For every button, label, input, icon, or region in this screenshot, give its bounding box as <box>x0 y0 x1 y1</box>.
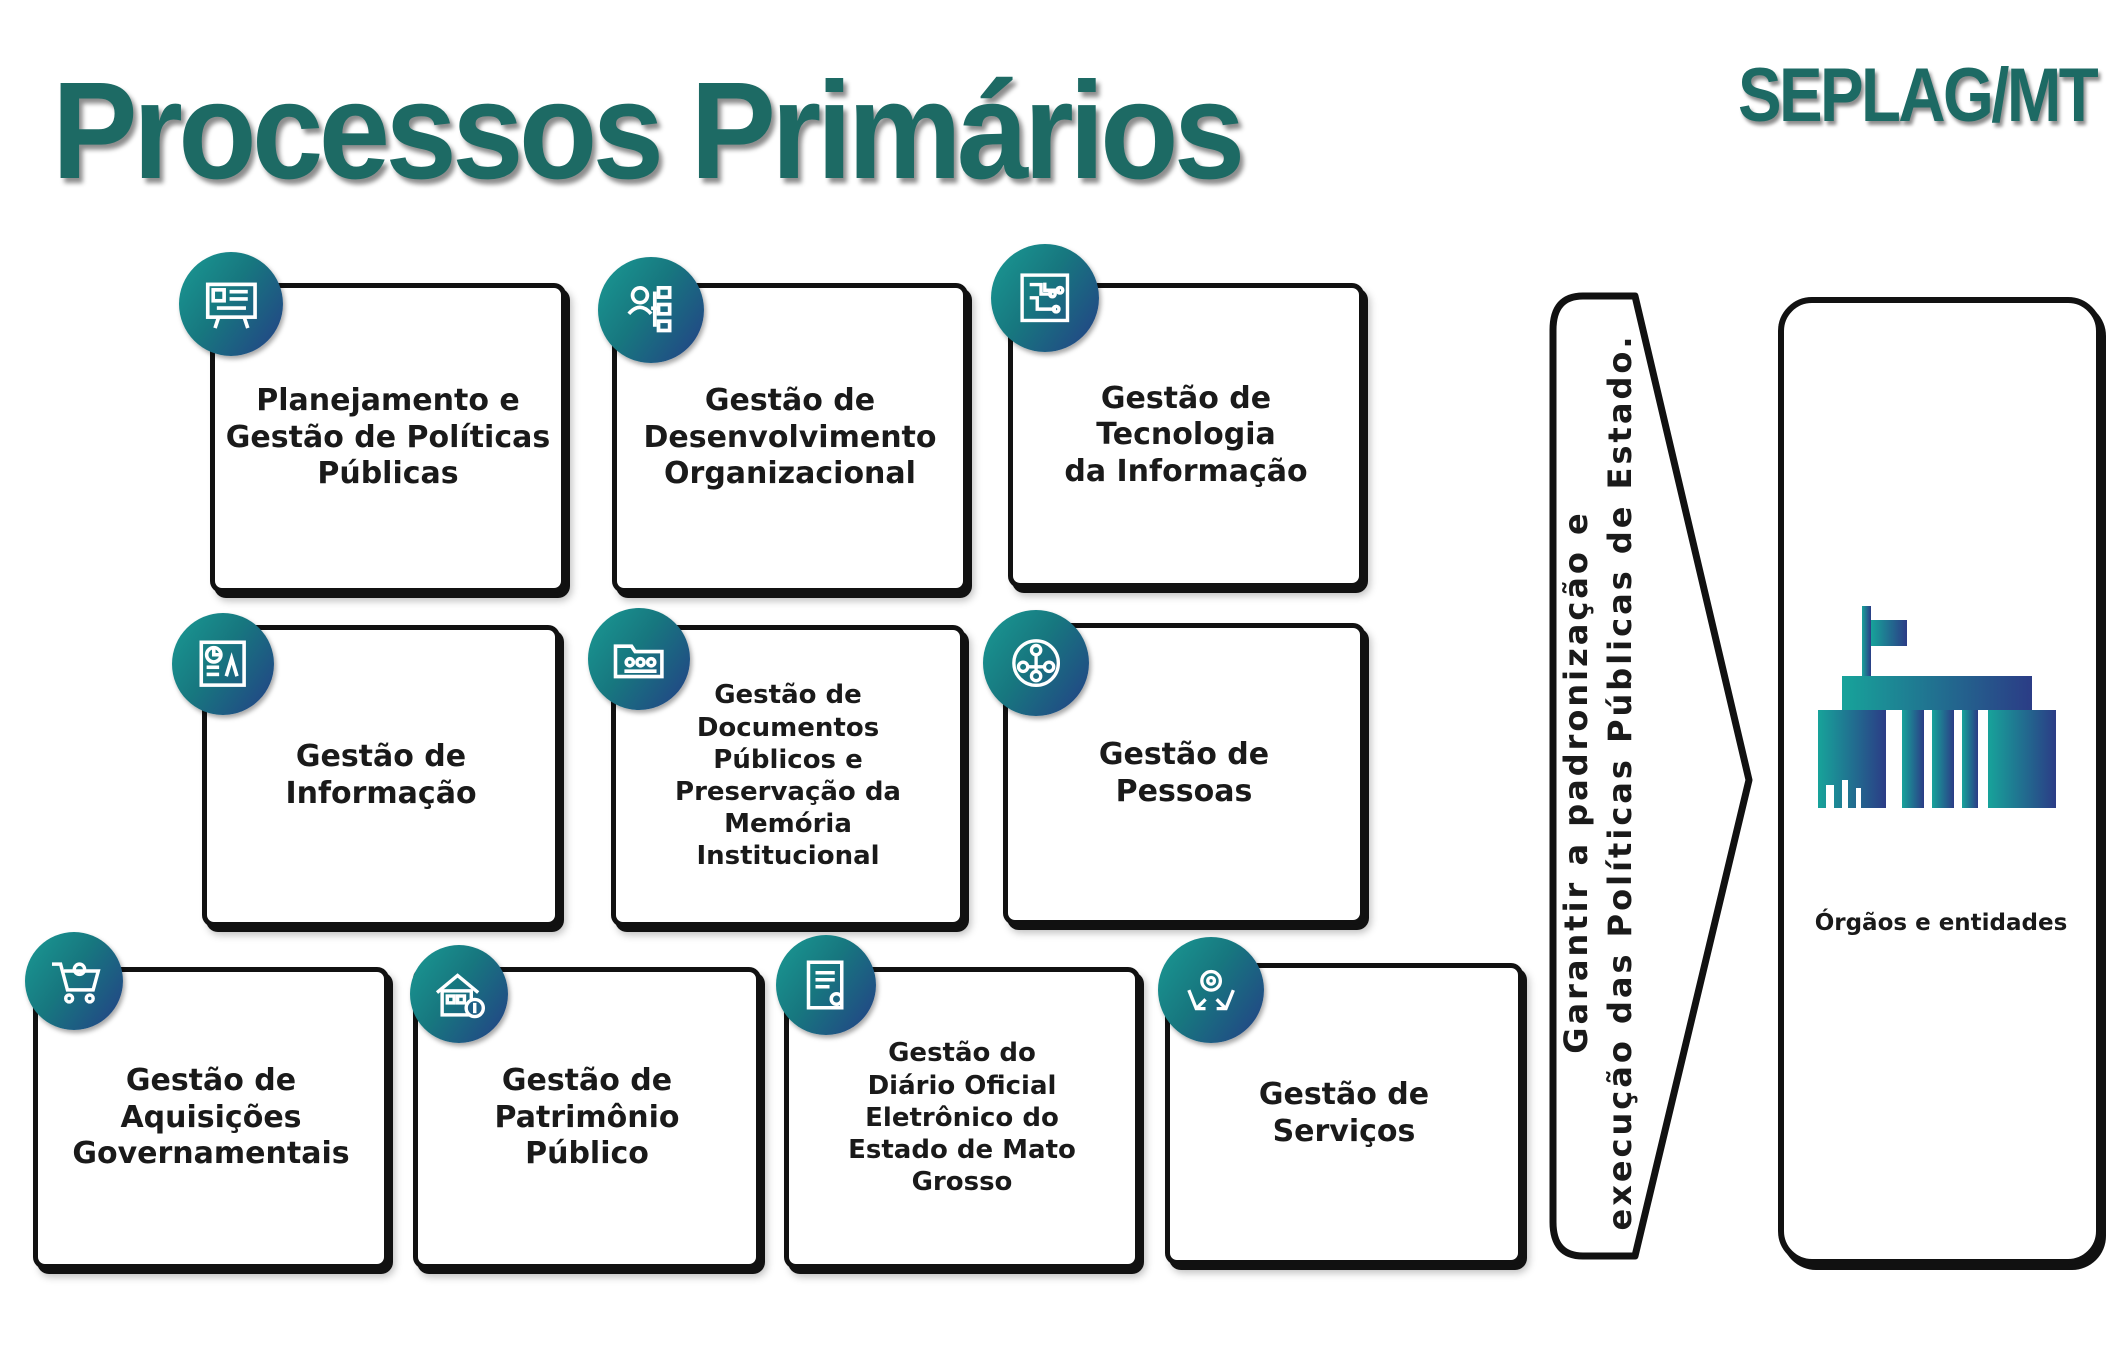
process-label: Gestão de Informação <box>285 739 477 811</box>
process-label: Gestão do Diário Oficial Eletrônico do E… <box>848 1038 1076 1198</box>
shopping-cart-icon <box>25 932 123 1030</box>
target-label: Órgãos e entidades <box>1814 910 2068 936</box>
page-title: Processos Primários <box>52 54 1245 208</box>
process-label: Gestão de Serviços <box>1258 1077 1430 1149</box>
government-building-icon <box>1818 606 2056 808</box>
org-chart-icon <box>598 257 704 363</box>
process-label: Gestão de Aquisições Governamentais <box>72 1063 350 1172</box>
process-label: Gestão de Tecnologia da Informação <box>1064 380 1308 489</box>
circuit-board-icon <box>991 244 1099 352</box>
organization-logo-text: SEPLAG/MT <box>1738 53 2099 138</box>
service-hands-icon <box>1158 937 1264 1043</box>
process-box-information[interactable]: Gestão de Informação <box>202 625 560 927</box>
property-money-icon <box>410 945 508 1043</box>
people-network-icon <box>983 610 1089 716</box>
process-box-services[interactable]: Gestão de Serviços <box>1165 963 1523 1265</box>
banner-text: Garantir a padronização e execução das P… <box>1548 334 1648 1231</box>
process-label: Gestão de Pessoas <box>1098 737 1270 809</box>
archive-folder-icon <box>588 608 690 710</box>
official-document-icon <box>776 935 876 1035</box>
planning-board-icon <box>179 252 283 356</box>
banner-arrow-shape <box>1549 292 1753 1260</box>
document-chart-icon <box>172 613 274 715</box>
process-box-acquisitions[interactable]: Gestão de Aquisições Governamentais <box>33 967 389 1269</box>
process-label: Gestão de Documentos Públicos e Preserva… <box>675 680 901 872</box>
process-box-official-gazette[interactable]: Gestão do Diário Oficial Eletrônico do E… <box>784 967 1140 1269</box>
process-label: Planejamento e Gestão de Políticas Públi… <box>225 383 551 492</box>
process-box-planning[interactable]: Planejamento e Gestão de Políticas Públi… <box>210 283 566 593</box>
banner-line-2: execução das Políticas Públicas de Estad… <box>1601 333 1639 1231</box>
process-label: Gestão de Desenvolvimento Organizacional <box>643 383 937 492</box>
banner-line-1: Garantir a padronização e <box>1556 510 1595 1054</box>
process-label: Gestão de Patrimônio Público <box>494 1063 680 1172</box>
